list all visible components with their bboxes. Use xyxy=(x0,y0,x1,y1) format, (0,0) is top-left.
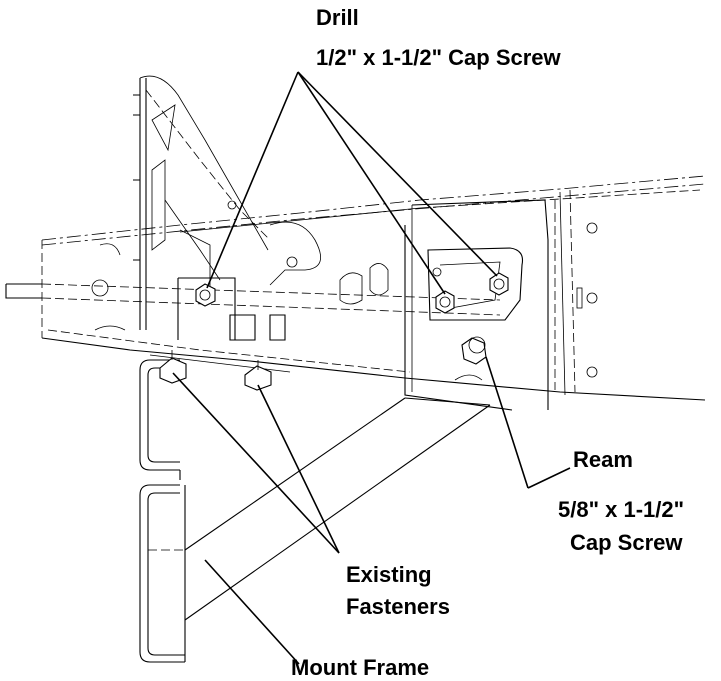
left-bracket xyxy=(133,75,271,330)
mount-frame xyxy=(139,350,491,663)
label-mount-frame: Mount Frame xyxy=(291,655,430,680)
right-bracket xyxy=(369,199,556,411)
leader-lines xyxy=(172,71,571,665)
cross-shaft xyxy=(5,283,501,316)
center-plate xyxy=(91,200,363,341)
label-five-eighths-cap-screw-line1: 5/8" x 1-1/2" xyxy=(558,497,685,522)
label-five-eighths-cap-screw-line2: Cap Screw xyxy=(570,530,683,555)
label-drill: Drill xyxy=(316,5,359,30)
label-existing-fasteners-line1: Existing xyxy=(346,562,432,587)
frame-right-details xyxy=(559,189,598,396)
label-existing-fasteners-line2: Fasteners xyxy=(346,594,450,619)
label-ream: Ream xyxy=(573,447,633,472)
drill-bolt xyxy=(195,283,216,307)
label-half-inch-cap-screw: 1/2" x 1-1/2" Cap Screw xyxy=(316,45,561,70)
frame-rail xyxy=(41,175,706,401)
